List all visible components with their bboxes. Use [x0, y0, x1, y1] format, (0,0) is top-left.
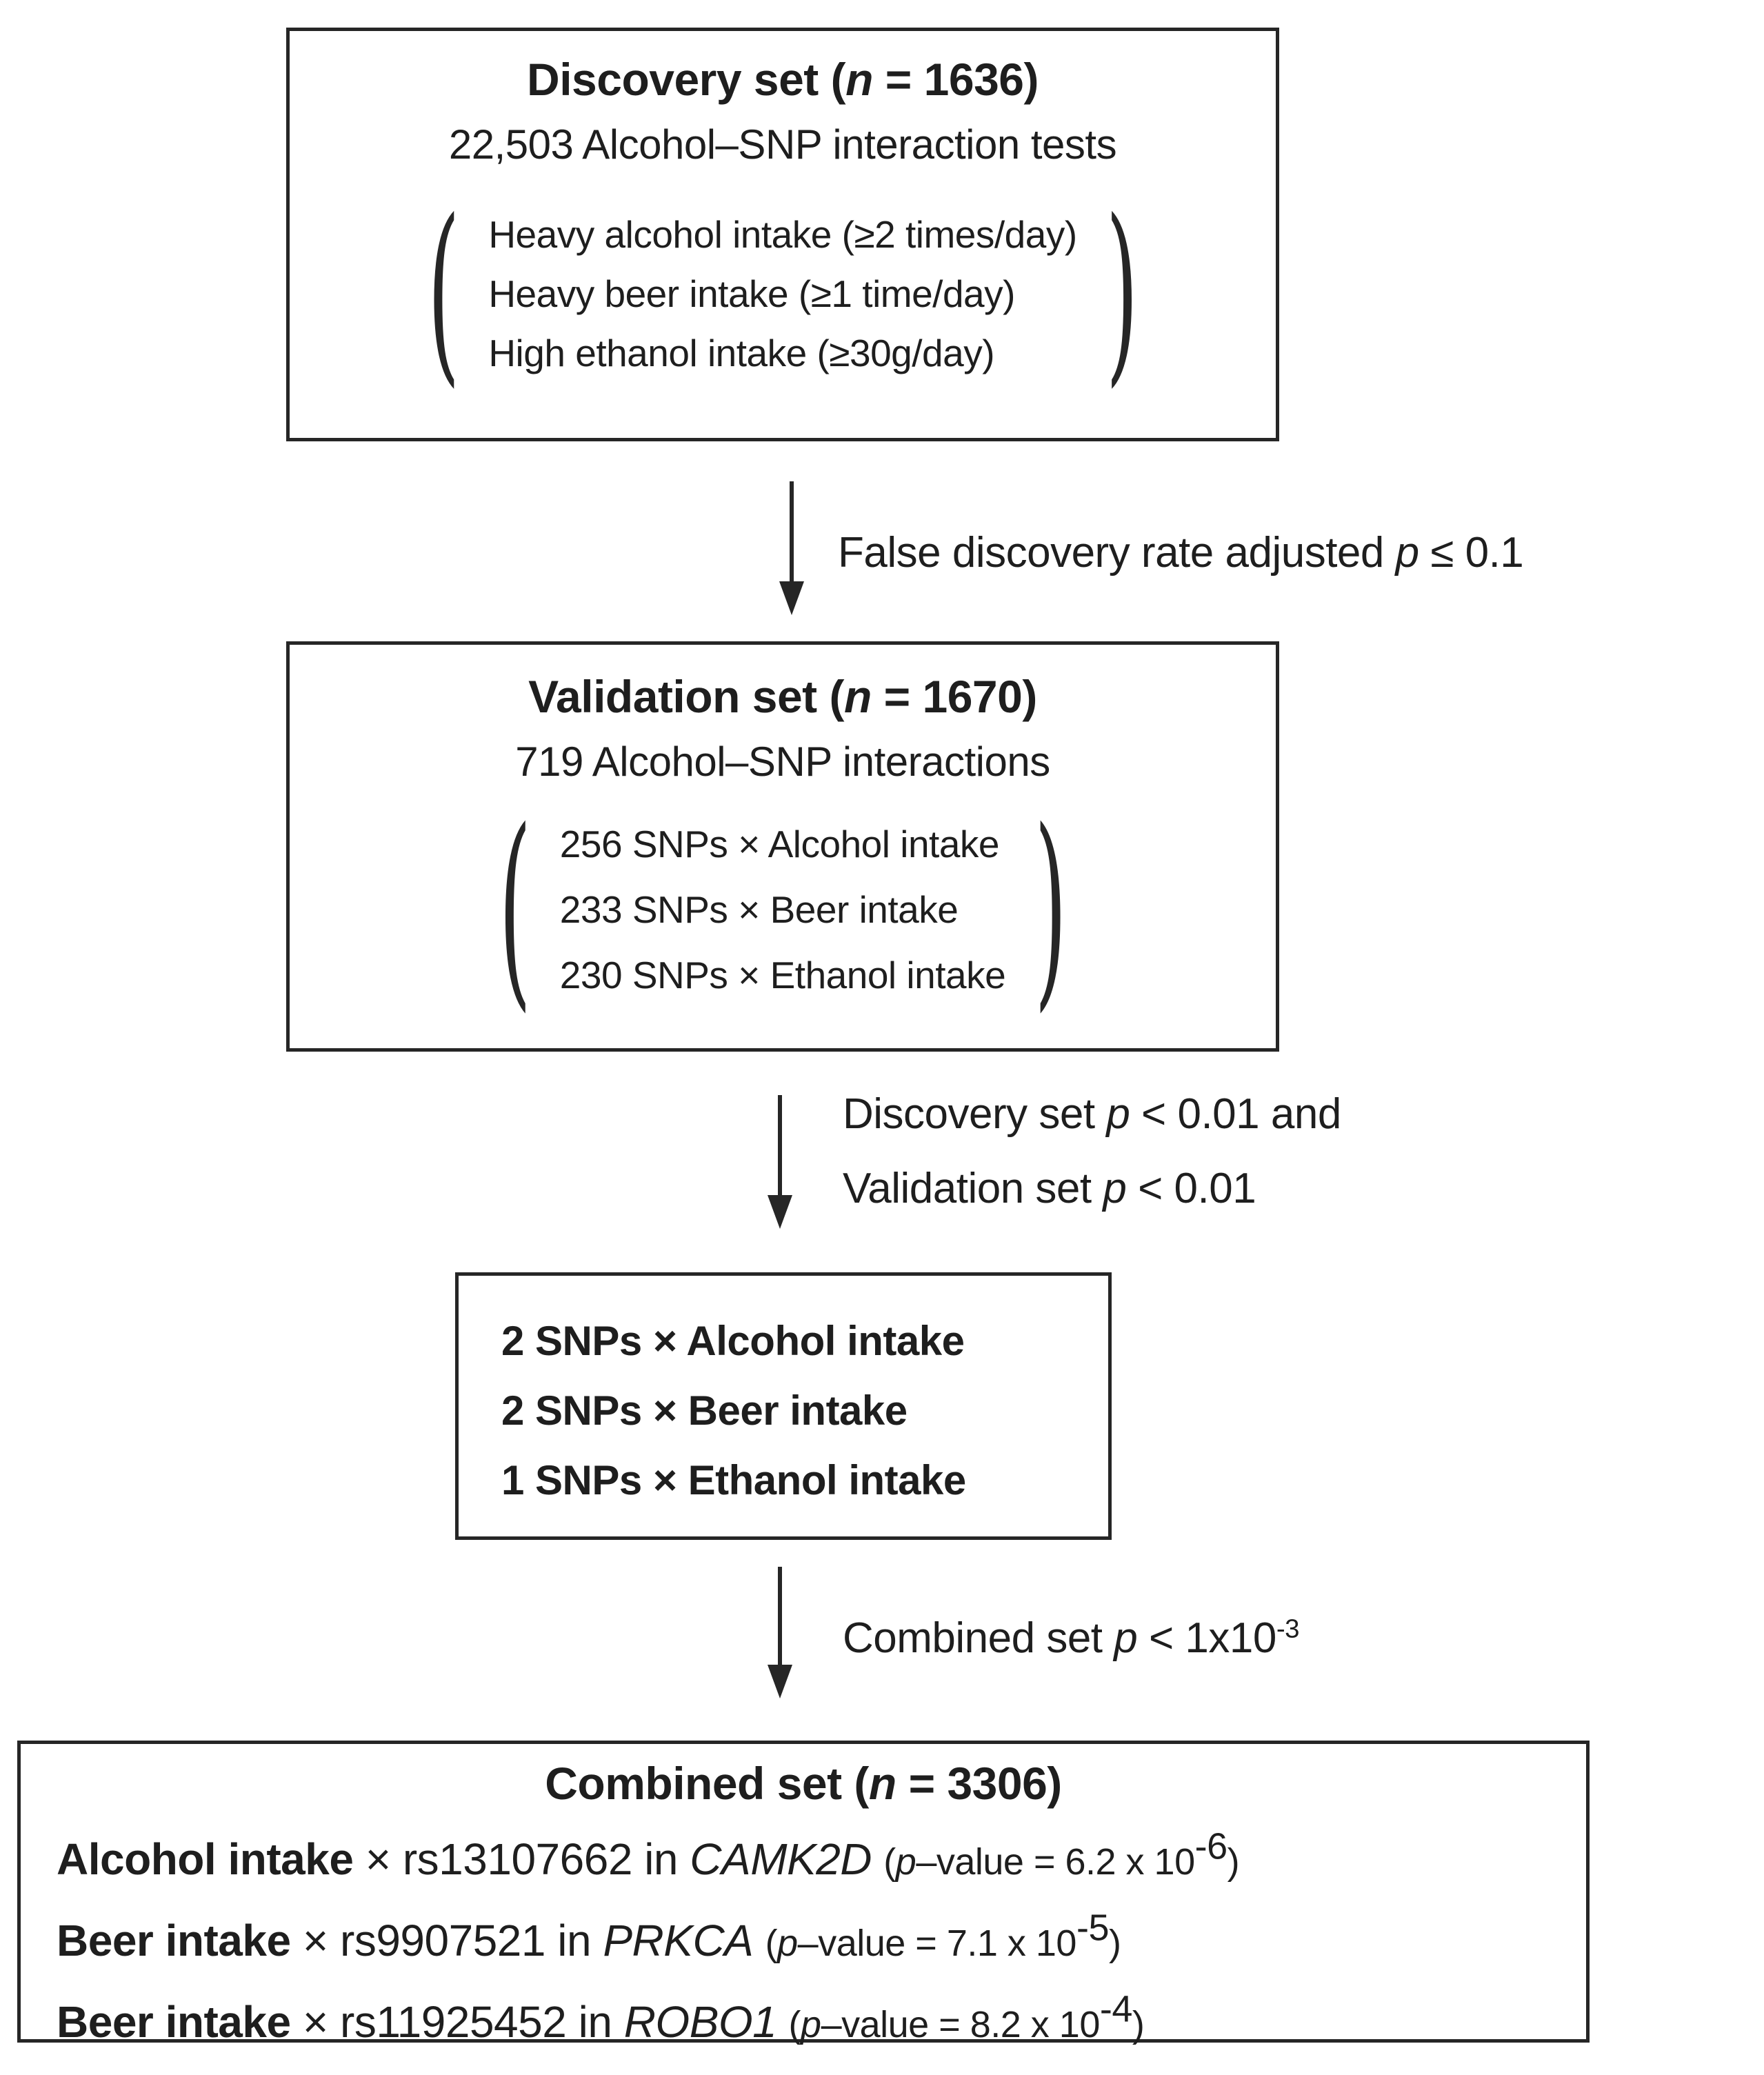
discovery-set-box: Discovery set (n = 1636) 22,503 Alcohol–… — [286, 28, 1279, 441]
result-line: Beer intake × rs9907521 in PRKCA (p–valu… — [57, 1907, 1121, 1965]
validation-criteria-list: 256 SNPs × Alcohol intake 233 SNPs × Bee… — [559, 812, 1006, 1008]
bracket-right: ) — [1105, 180, 1139, 406]
validation-set-title: Validation set (n = 1670) — [528, 671, 1037, 722]
replication-filter-label: Discovery set p < 0.01 and Validation se… — [843, 1077, 1341, 1226]
filter-item: 2 SNPs × Beer intake — [501, 1387, 908, 1434]
criteria-item: 230 SNPs × Ethanol intake — [559, 954, 1006, 996]
filter-item: 1 SNPs × Ethanol intake — [501, 1457, 966, 1503]
criteria-item: 256 SNPs × Alcohol intake — [559, 823, 1000, 865]
criteria-item: Heavy beer intake (≥1 time/day) — [488, 272, 1015, 315]
validation-set-box: Validation set (n = 1670) 719 Alcohol–SN… — [286, 641, 1279, 1052]
down-arrow-icon — [768, 1095, 792, 1229]
bracket-left: ( — [499, 787, 531, 1032]
filter-label-line: Validation set p < 0.01 — [843, 1165, 1256, 1212]
discovery-criteria-list: Heavy alcohol intake (≥2 times/day) Heav… — [488, 205, 1077, 383]
down-arrow-icon — [768, 1567, 792, 1698]
combined-set-title: Combined set (n = 3306) — [545, 1758, 1062, 1809]
discovery-criteria-group: ( Heavy alcohol intake (≥2 times/day) He… — [290, 180, 1276, 406]
combined-set-box: Combined set (n = 3306) Alcohol intake ×… — [17, 1741, 1590, 2047]
bracket-right: ) — [1034, 787, 1067, 1032]
discovery-set-subtitle: 22,503 Alcohol–SNP interaction tests — [448, 121, 1117, 168]
down-arrow-icon — [779, 481, 804, 615]
validation-criteria-group: ( 256 SNPs × Alcohol intake 233 SNPs × B… — [290, 787, 1276, 1032]
filter-label-line: Discovery set p < 0.01 and — [843, 1090, 1341, 1138]
fdr-filter-label: False discovery rate adjusted p ≤ 0.1 — [838, 529, 1524, 577]
result-line: Beer intake × rs11925452 in ROBO1 (p–val… — [57, 1988, 1145, 2047]
bracket-left: ( — [428, 180, 460, 406]
criteria-item: High ethanol intake (≥30g/day) — [488, 332, 995, 374]
filter-item: 2 SNPs × Alcohol intake — [501, 1318, 965, 1364]
result-line: Alcohol intake × rs13107662 in CAMK2D (p… — [57, 1825, 1240, 1884]
criteria-item: Heavy alcohol intake (≥2 times/day) — [488, 213, 1077, 256]
validation-set-subtitle: 719 Alcohol–SNP interactions — [515, 739, 1050, 785]
criteria-item: 233 SNPs × Beer intake — [559, 888, 959, 931]
discovery-set-title: Discovery set (n = 1636) — [527, 54, 1039, 105]
filtered-snps-box: 2 SNPs × Alcohol intake 2 SNPs × Beer in… — [455, 1272, 1112, 1540]
combined-filter-label: Combined set p < 1x10-3 — [843, 1614, 1300, 1662]
combined-results-list: Alcohol intake × rs13107662 in CAMK2D (p… — [21, 1820, 1586, 2064]
